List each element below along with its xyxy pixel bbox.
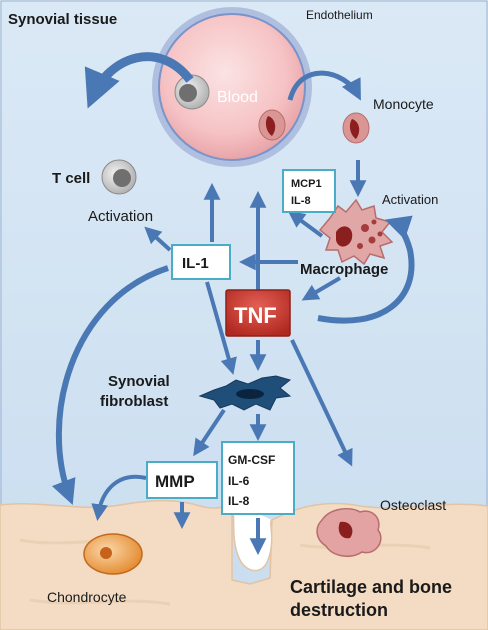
label-mcp1: MCP1 (291, 178, 322, 190)
arrows (51, 52, 415, 556)
label-il8-bottom: IL-8 (228, 494, 250, 508)
label-synovial: Synovial (108, 373, 170, 390)
label-destruction-line1: Cartilage and bone (290, 577, 452, 597)
label-endothelium: Endothelium (306, 8, 373, 22)
label-fibroblast: fibroblast (100, 393, 168, 410)
label-tnf: TNF (234, 303, 277, 328)
arrow-il1-to-activation (144, 226, 172, 252)
arrow-mmp-to-chondrocyte (91, 474, 147, 521)
chondrocyte-icon (83, 533, 143, 575)
arrow-macrophage-to-tnf (301, 276, 342, 301)
label-gmcsf: GM-CSF (228, 453, 275, 467)
arrow-macrophage-to-mcp1 (287, 211, 324, 238)
label-mmp: MMP (155, 472, 195, 491)
label-chondrocyte: Chondrocyte (47, 589, 127, 605)
osteoclast-icon (316, 507, 382, 558)
label-monocyte: Monocyte (373, 96, 434, 112)
label-activation-left: Activation (88, 208, 153, 225)
label-synovial-tissue: Synovial tissue (8, 11, 117, 28)
arrow-tnf-to-osteoclast (290, 339, 353, 467)
label-il6: IL-6 (228, 474, 250, 488)
label-il8-top: IL-8 (291, 195, 311, 207)
blood-vessel-icon (152, 7, 312, 167)
arrow-activation-loop (317, 215, 415, 324)
tnf-box (225, 289, 291, 337)
arrow-vessel-to-tcell (84, 52, 194, 109)
label-il1: IL-1 (182, 255, 209, 272)
macrophage-icon (318, 198, 394, 266)
fibroblast-icon (198, 375, 292, 411)
cytokine-box (221, 441, 295, 515)
label-destruction-line2: destruction (290, 600, 388, 620)
arrow-fibroblast-to-mmp (193, 408, 226, 457)
label-t-cell: T cell (52, 170, 90, 187)
label-macrophage: Macrophage (300, 261, 388, 278)
monocyte-icon (342, 112, 370, 144)
mcp1-il8-box (282, 169, 336, 213)
label-osteoclast: Osteoclast (380, 497, 446, 513)
arrow-il1-to-fibroblast (205, 281, 237, 375)
t-cell-icon (101, 159, 137, 195)
label-blood: Blood (217, 89, 258, 106)
arrow-monocyte-exit (287, 70, 361, 101)
arrow-il1-to-chondrocyte (51, 265, 169, 506)
label-activation-right: Activation (382, 192, 438, 207)
il1-box (171, 244, 231, 280)
mmp-box (146, 461, 218, 499)
